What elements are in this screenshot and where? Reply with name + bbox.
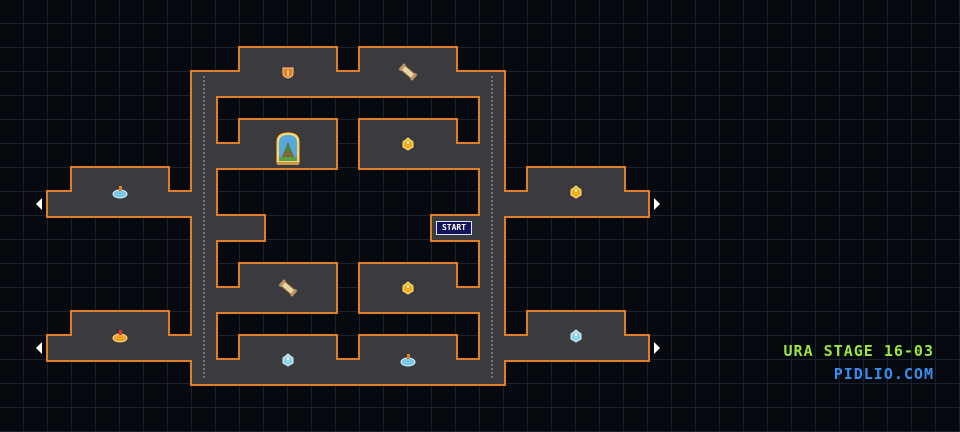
floor-tile bbox=[192, 360, 504, 384]
stage-title: URA STAGE 16-03 bbox=[783, 342, 934, 360]
crystal-icon[interactable] bbox=[282, 353, 294, 367]
scroll-icon[interactable] bbox=[278, 279, 298, 297]
potion-icon[interactable] bbox=[400, 354, 416, 367]
item-layer bbox=[36, 63, 660, 367]
gem-icon[interactable] bbox=[402, 137, 414, 151]
exit-east-lower-arrow-icon[interactable] bbox=[654, 342, 660, 354]
crystal-icon[interactable] bbox=[570, 329, 582, 343]
floor-tile bbox=[360, 144, 480, 168]
start-marker: START bbox=[436, 221, 472, 235]
floor-tiles bbox=[48, 48, 648, 384]
site-credit: PIDLIO.COM bbox=[833, 365, 934, 383]
shield-icon[interactable] bbox=[282, 67, 294, 79]
exit-west-upper-arrow-icon[interactable] bbox=[36, 198, 42, 210]
scroll-icon[interactable] bbox=[398, 63, 418, 81]
exit-door-icon[interactable] bbox=[275, 131, 301, 165]
potion-icon[interactable] bbox=[112, 330, 128, 343]
gem-icon[interactable] bbox=[570, 185, 582, 199]
floor-layer bbox=[46, 46, 650, 386]
exit-west-lower-arrow-icon[interactable] bbox=[36, 342, 42, 354]
floor-tile bbox=[192, 72, 504, 96]
potion-icon[interactable] bbox=[112, 186, 128, 199]
floor-tile bbox=[360, 288, 480, 312]
gem-icon[interactable] bbox=[402, 281, 414, 295]
floor-tile bbox=[216, 288, 336, 312]
floor-tile bbox=[216, 216, 264, 240]
exit-east-upper-arrow-icon[interactable] bbox=[654, 198, 660, 210]
